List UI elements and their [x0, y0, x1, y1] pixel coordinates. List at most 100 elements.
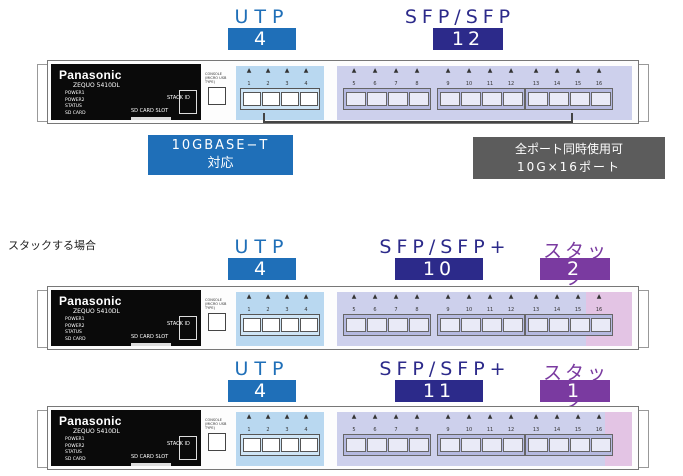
port-led: ▲ — [445, 67, 451, 74]
model-name: ZEQUO 5410DL — [73, 308, 120, 315]
stack-id-label: STACK ID — [167, 321, 190, 327]
rj45-port — [281, 318, 299, 332]
port-led: ▲ — [414, 293, 420, 300]
sfp-port — [409, 92, 429, 106]
status-led-labels: POWER1 POWER2 STATUS SD CARD — [65, 317, 86, 342]
rj45-port — [300, 438, 318, 452]
rj45-port — [281, 438, 299, 452]
sfp-port — [440, 438, 460, 452]
utp-title: UTP — [234, 6, 290, 28]
port-led: ▲ — [393, 413, 399, 420]
sfp-count-box-b: 11 — [395, 380, 483, 402]
model-name: ZEQUO 5410DL — [73, 82, 120, 89]
callout-connector-left — [263, 113, 265, 123]
port-number: 9 — [446, 307, 450, 313]
console-port — [208, 87, 226, 105]
port-number: 12 — [507, 427, 515, 433]
stack-id-display — [179, 436, 197, 460]
utp-count-box-b: 4 — [228, 380, 296, 402]
port-led: ▲ — [246, 67, 252, 74]
sfp-port — [461, 318, 481, 332]
sfp-port — [570, 438, 590, 452]
sfp-port — [528, 92, 548, 106]
port-number: 5 — [352, 427, 356, 433]
stack-id-label: STACK ID — [167, 441, 190, 447]
console-label: CONSOLE (MICRO USB TYPE) — [205, 418, 227, 430]
base-t-line1: 10GBASE−T — [171, 138, 270, 153]
stack-count-box-b: 1 — [540, 380, 610, 402]
port-number: 4 — [304, 307, 308, 313]
sfp-port — [388, 318, 408, 332]
console-port — [208, 313, 226, 331]
sfp-port — [409, 318, 429, 332]
port-number: 1 — [247, 427, 251, 433]
base-t-line2: 対応 — [207, 156, 234, 171]
port-led: ▲ — [284, 293, 290, 300]
stack-id-display — [179, 316, 197, 340]
port-number: 13 — [532, 307, 540, 313]
sfp-port — [388, 92, 408, 106]
port-number: 3 — [285, 427, 289, 433]
simul-line1: 全ポート同時使用可 — [514, 142, 623, 156]
sfp-port — [346, 438, 366, 452]
sfp-port-group — [343, 314, 431, 336]
sfp-port — [409, 438, 429, 452]
sfp-port-group — [343, 88, 431, 110]
utp-title-b: UTP — [234, 358, 290, 380]
sfp-port — [549, 438, 569, 452]
port-led: ▲ — [554, 293, 560, 300]
simul-line2: 10G×16ポート — [517, 160, 621, 174]
port-led: ▲ — [265, 67, 271, 74]
port-number: 16 — [595, 307, 603, 313]
port-number: 7 — [394, 81, 398, 87]
rj45-port — [262, 318, 280, 332]
port-led: ▲ — [265, 293, 271, 300]
port-number: 12 — [507, 81, 515, 87]
port-led: ▲ — [508, 293, 514, 300]
port-number: 2 — [266, 427, 270, 433]
port-led: ▲ — [372, 413, 378, 420]
port-number: 15 — [574, 81, 582, 87]
model-name: ZEQUO 5410DL — [73, 428, 120, 435]
sfp-count-box-a: 10 — [395, 258, 483, 280]
stack-id-label: STACK ID — [167, 95, 190, 101]
port-number: 11 — [486, 427, 494, 433]
sd-slot-label: SD CARD SLOT — [131, 334, 169, 340]
callout-connector — [263, 121, 573, 123]
port-led: ▲ — [575, 413, 581, 420]
sfp-port — [528, 438, 548, 452]
port-led: ▲ — [508, 413, 514, 420]
port-number: 7 — [394, 307, 398, 313]
port-led: ▲ — [445, 293, 451, 300]
sfp-title: SFP/SFP — [404, 6, 516, 28]
sfp-port — [388, 438, 408, 452]
port-number: 9 — [446, 81, 450, 87]
port-led: ▲ — [303, 413, 309, 420]
sfp-port-group — [437, 434, 525, 456]
port-led: ▲ — [533, 413, 539, 420]
rj45-port — [262, 92, 280, 106]
port-number: 3 — [285, 81, 289, 87]
simultaneous-use-callout: 全ポート同時使用可 10G×16ポート — [473, 137, 665, 179]
port-led: ▲ — [351, 293, 357, 300]
port-led: ▲ — [414, 67, 420, 74]
port-number: 10 — [465, 427, 473, 433]
port-number: 16 — [595, 81, 603, 87]
stack-id-display — [179, 90, 197, 114]
rj45-port — [300, 92, 318, 106]
sfp-port — [591, 318, 611, 332]
brand-logo: Panasonic — [59, 414, 122, 428]
port-led: ▲ — [445, 413, 451, 420]
status-led-labels: POWER1 POWER2 STATUS SD CARD — [65, 91, 86, 116]
sfp-port-group — [525, 88, 613, 110]
sfp-port-group — [343, 434, 431, 456]
port-led: ▲ — [596, 67, 602, 74]
port-number: 8 — [415, 81, 419, 87]
port-led: ▲ — [372, 67, 378, 74]
port-led: ▲ — [303, 67, 309, 74]
